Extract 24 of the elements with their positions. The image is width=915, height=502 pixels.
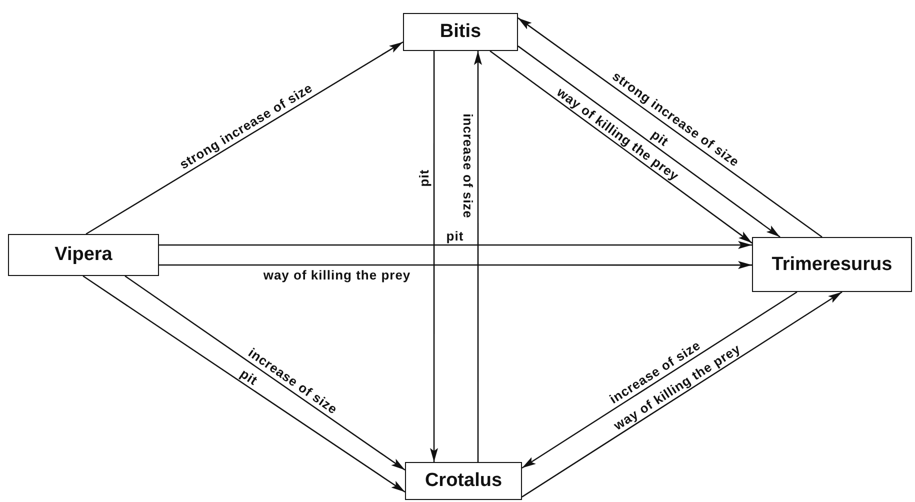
arrow [522, 291, 842, 498]
node-box [405, 462, 522, 500]
arrow [474, 51, 482, 462]
arrow [518, 46, 780, 238]
arrow [124, 275, 406, 471]
arrow [159, 240, 752, 249]
node-label: Trimeresurus [772, 254, 892, 276]
edge-label: pit [418, 170, 431, 188]
node-label: Vipera [54, 244, 112, 266]
node-box [8, 234, 159, 276]
node-box [752, 237, 912, 292]
edge-label: increase of size [461, 114, 474, 218]
node-label: Bitis [440, 21, 482, 43]
node-box [403, 13, 518, 51]
arrow [159, 261, 752, 270]
arrow [82, 275, 406, 493]
arrow [522, 291, 798, 469]
arrow [86, 41, 404, 235]
arrow [430, 51, 438, 462]
arrow [518, 17, 822, 238]
edge-label: way of killing the prey [263, 268, 411, 282]
edge-label: pit [446, 229, 464, 242]
arrow [490, 50, 752, 244]
node-label: Crotalus [424, 470, 502, 492]
